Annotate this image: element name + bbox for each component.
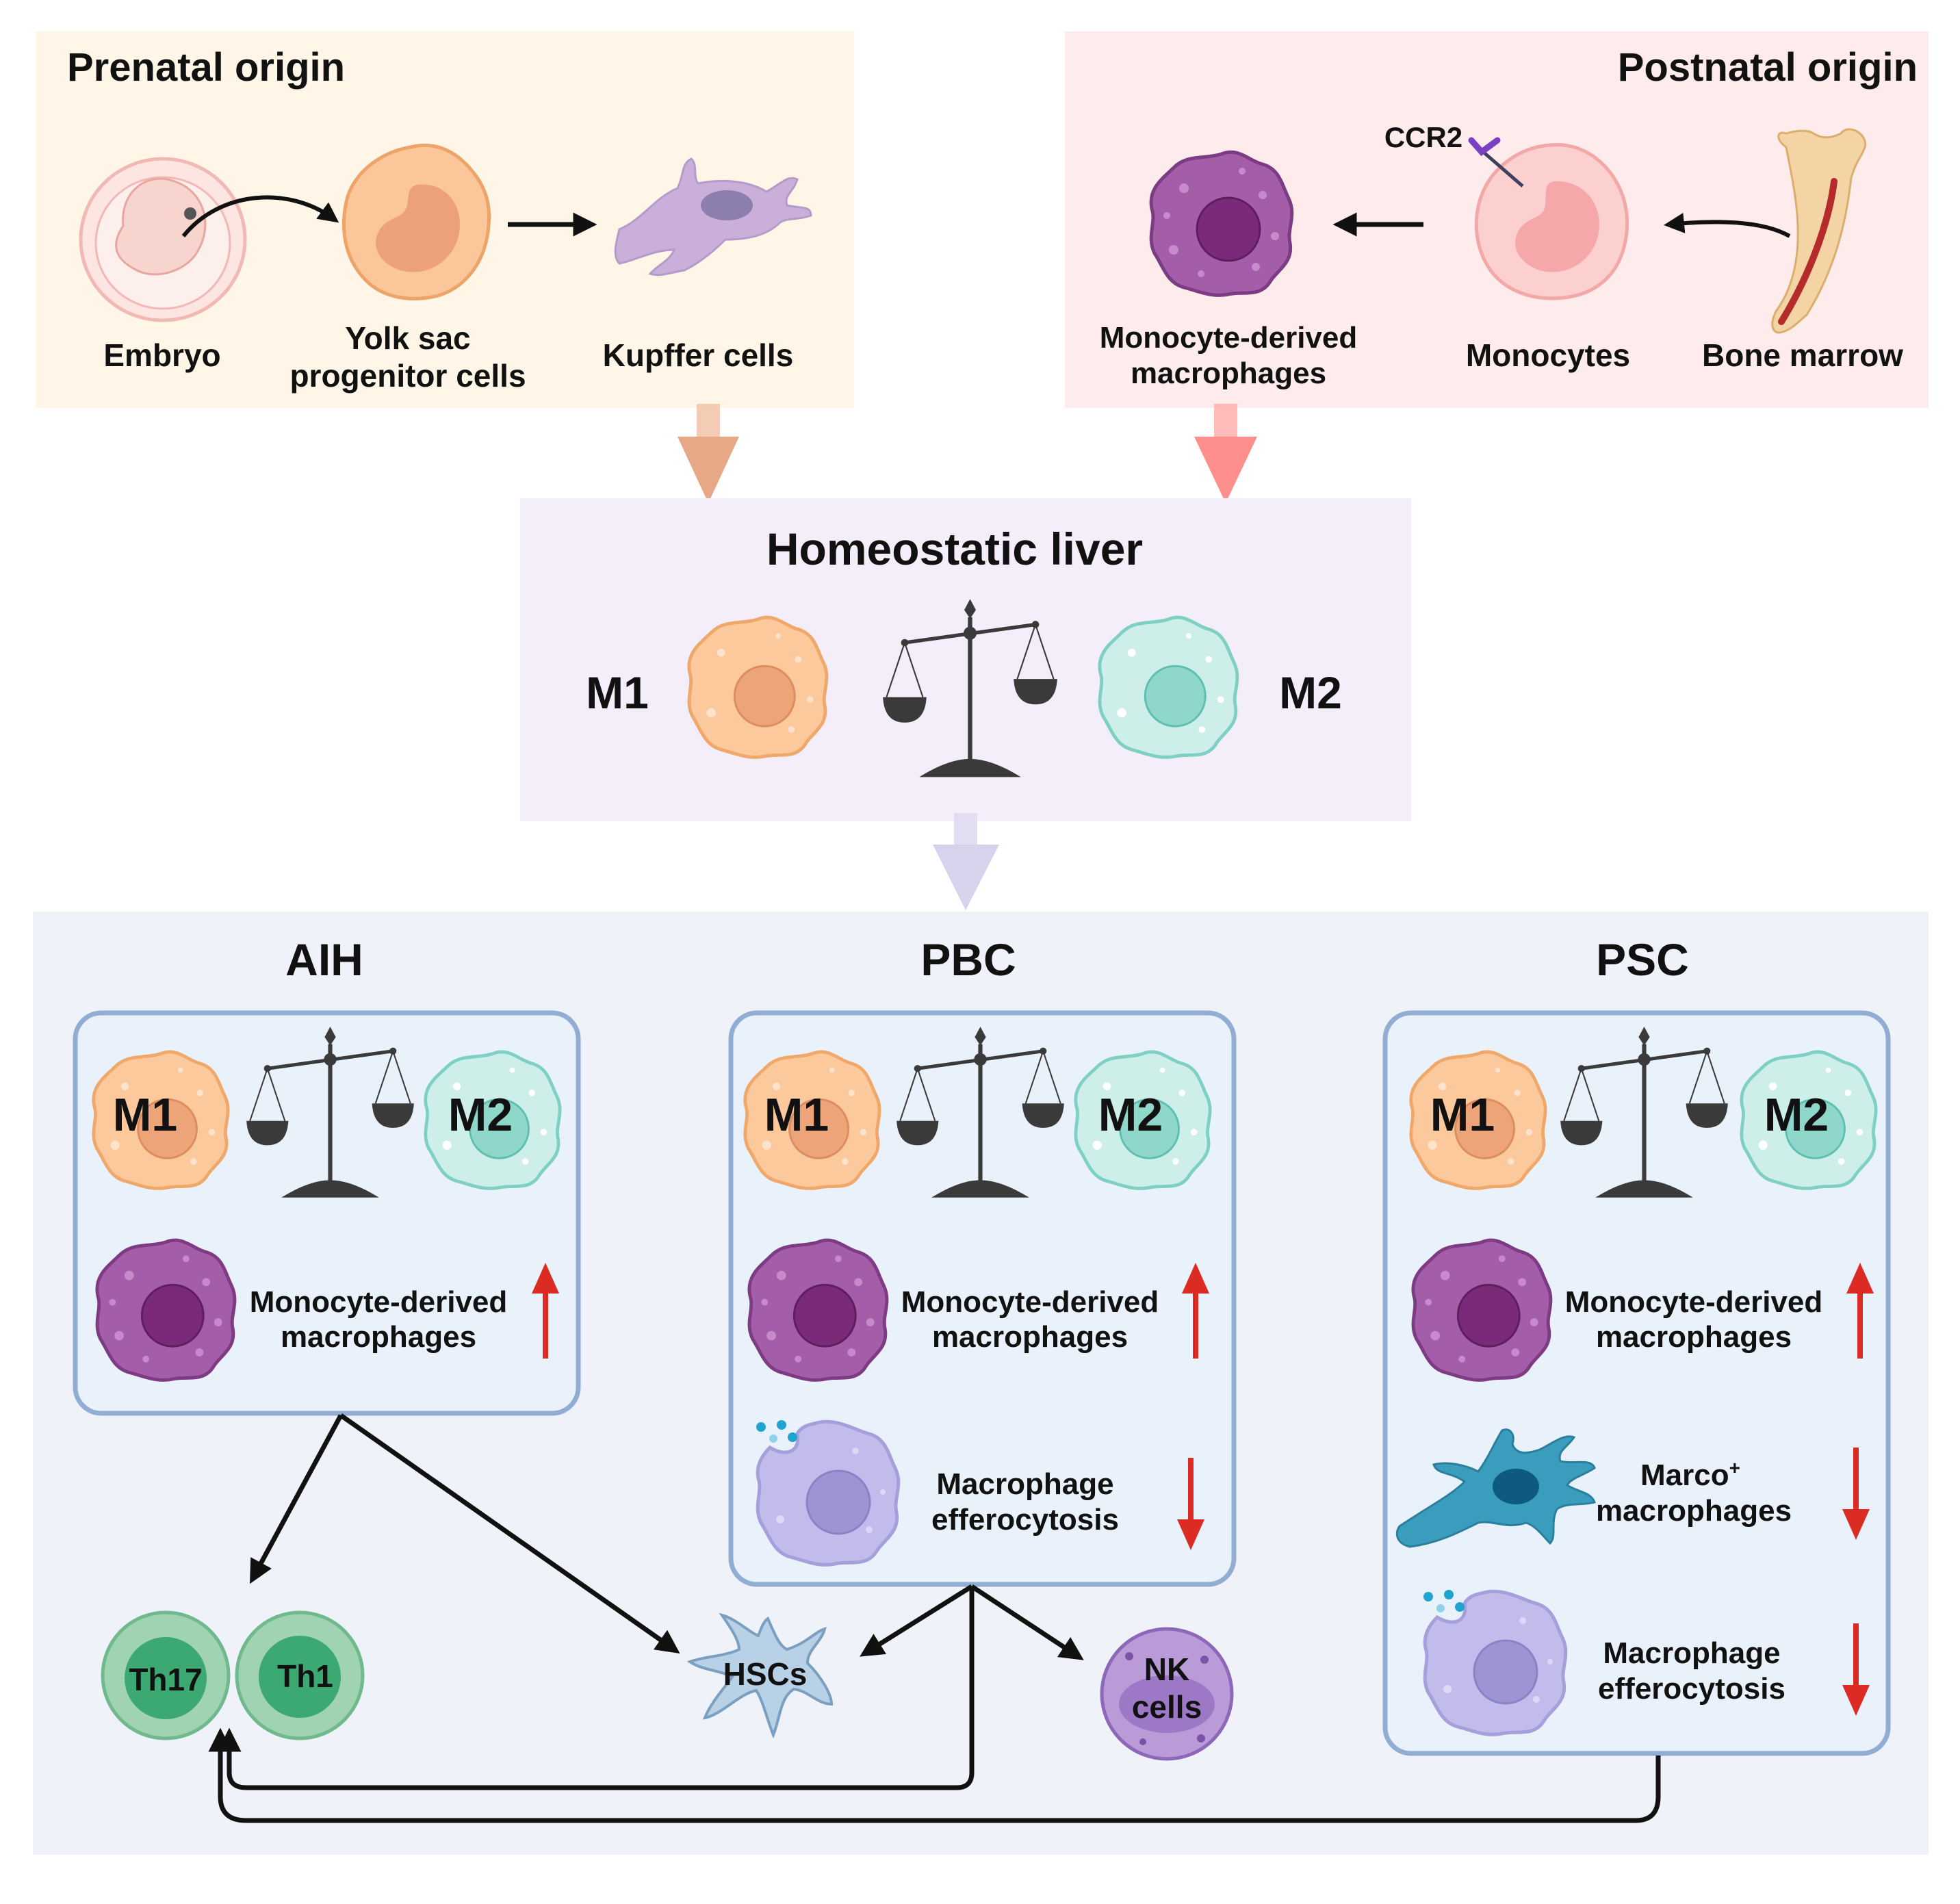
aih-to-hscs-arrow <box>339 1413 680 1654</box>
pbc-eff-label-line1: Macrophage <box>936 1467 1113 1501</box>
marco-label-line1: Marco+ <box>1640 1457 1740 1492</box>
yolk-sac-label-line2: progenitor cells <box>289 358 526 394</box>
th17-label: Th17 <box>129 1662 202 1697</box>
aih-mdm-cell-icon <box>97 1240 235 1380</box>
psc-m2-label: M2 <box>1764 1089 1829 1141</box>
aih-to-th-cells-arrow <box>250 1414 344 1584</box>
pbc-mdm-up-arrow <box>1182 1263 1209 1359</box>
kupffer-cell-icon <box>614 157 812 276</box>
nk-cell-icon <box>1100 1627 1234 1761</box>
pbc-mdm-cell-icon <box>749 1240 887 1380</box>
pbc-mdm-label-line2: macrophages <box>932 1320 1128 1354</box>
psc-m1-label: M1 <box>1430 1089 1495 1141</box>
bone-marrow-icon <box>1771 128 1866 334</box>
psc-efferocytosis-down-arrow <box>1842 1623 1870 1716</box>
liver-to-disease-arrow <box>933 813 999 910</box>
homeostatic-m1-label: M1 <box>586 667 649 718</box>
psc-mdm-up-arrow <box>1846 1263 1874 1359</box>
th1-label: Th1 <box>277 1658 333 1694</box>
homeostatic-title: Homeostatic liver <box>766 524 1143 574</box>
marco-down-arrow <box>1842 1448 1870 1540</box>
psc-title: PSC <box>1596 934 1689 985</box>
postnatal-to-liver-arrow <box>1194 404 1257 503</box>
kupffer-label: Kupffer cells <box>603 337 794 373</box>
nk-label-line1: NK <box>1144 1651 1189 1687</box>
postnatal-title: Postnatal origin <box>1618 45 1918 90</box>
hscs-label: HSCs <box>723 1656 808 1692</box>
psc-box <box>1382 1010 1891 1756</box>
pbc-efferocytosis-down-arrow <box>1177 1458 1204 1550</box>
pbc-mdm-label-line1: Monocyte-derived <box>901 1285 1159 1319</box>
nk-label-line2: cells <box>1132 1689 1202 1725</box>
marco-macrophage-icon <box>1395 1428 1596 1548</box>
pbc-title: PBC <box>920 934 1016 985</box>
monocyte-derived-macrophage-icon <box>1151 152 1292 295</box>
bone-marrow-label: Bone marrow <box>1702 337 1903 373</box>
marco-superscript: + <box>1729 1457 1740 1478</box>
yolk-sac-progenitor-icon <box>342 143 491 300</box>
embryo-to-yolk-arrow <box>181 195 339 237</box>
pbc-to-th-cells-arrow <box>217 1586 975 1790</box>
pbc-to-hscs-arrow <box>860 1584 973 1657</box>
yolk-sac-label-line1: Yolk sac <box>345 320 470 356</box>
monocytes-label: Monocytes <box>1466 337 1630 373</box>
hscs-cell-icon <box>686 1612 834 1739</box>
psc-eff-label-line1: Macrophage <box>1603 1636 1780 1670</box>
psc-to-th-cells-arrow <box>208 1727 1661 1823</box>
postnatal-mdm-label-line1: Monocyte-derived <box>1100 321 1358 355</box>
psc-mdm-label-line1: Monocyte-derived <box>1565 1285 1823 1319</box>
homeostatic-m2-cell-icon <box>1100 617 1237 757</box>
homeostatic-m2-label: M2 <box>1279 667 1342 718</box>
marco-label-text: Marco <box>1640 1458 1729 1492</box>
th17-cell-icon <box>101 1610 231 1740</box>
psc-mdm-label-line2: macrophages <box>1596 1320 1792 1354</box>
homeostatic-m1-cell-icon <box>689 617 827 757</box>
embryo-label: Embryo <box>103 337 220 373</box>
th1-cell-icon <box>235 1610 365 1740</box>
monocyte-icon <box>1474 142 1629 300</box>
pbc-m2-label: M2 <box>1098 1089 1163 1141</box>
aih-title: AIH <box>285 934 363 985</box>
pbc-to-nk-arrow <box>970 1584 1084 1660</box>
psc-eff-label-line2: efferocytosis <box>1598 1672 1785 1706</box>
psc-mdm-cell-icon <box>1413 1240 1551 1380</box>
aih-mdm-label-line1: Monocyte-derived <box>250 1285 508 1319</box>
ccr2-label: CCR2 <box>1384 121 1462 153</box>
aih-m2-label: M2 <box>448 1089 513 1141</box>
ccr2-receptor-icon <box>1468 137 1524 188</box>
prenatal-to-liver-arrow <box>678 404 739 503</box>
prenatal-title: Prenatal origin <box>67 45 345 90</box>
marco-label-line2: macrophages <box>1596 1494 1792 1528</box>
embryo-icon <box>79 157 247 322</box>
aih-mdm-up-arrow <box>532 1263 559 1359</box>
aih-m1-label: M1 <box>113 1089 177 1141</box>
pbc-eff-label-line2: efferocytosis <box>931 1503 1119 1536</box>
bone-marrow-to-monocyte-arrow <box>1664 212 1791 238</box>
pbc-m1-label: M1 <box>764 1089 829 1141</box>
postnatal-mdm-label-line2: macrophages <box>1131 357 1326 390</box>
aih-mdm-label-line2: macrophages <box>281 1320 476 1354</box>
